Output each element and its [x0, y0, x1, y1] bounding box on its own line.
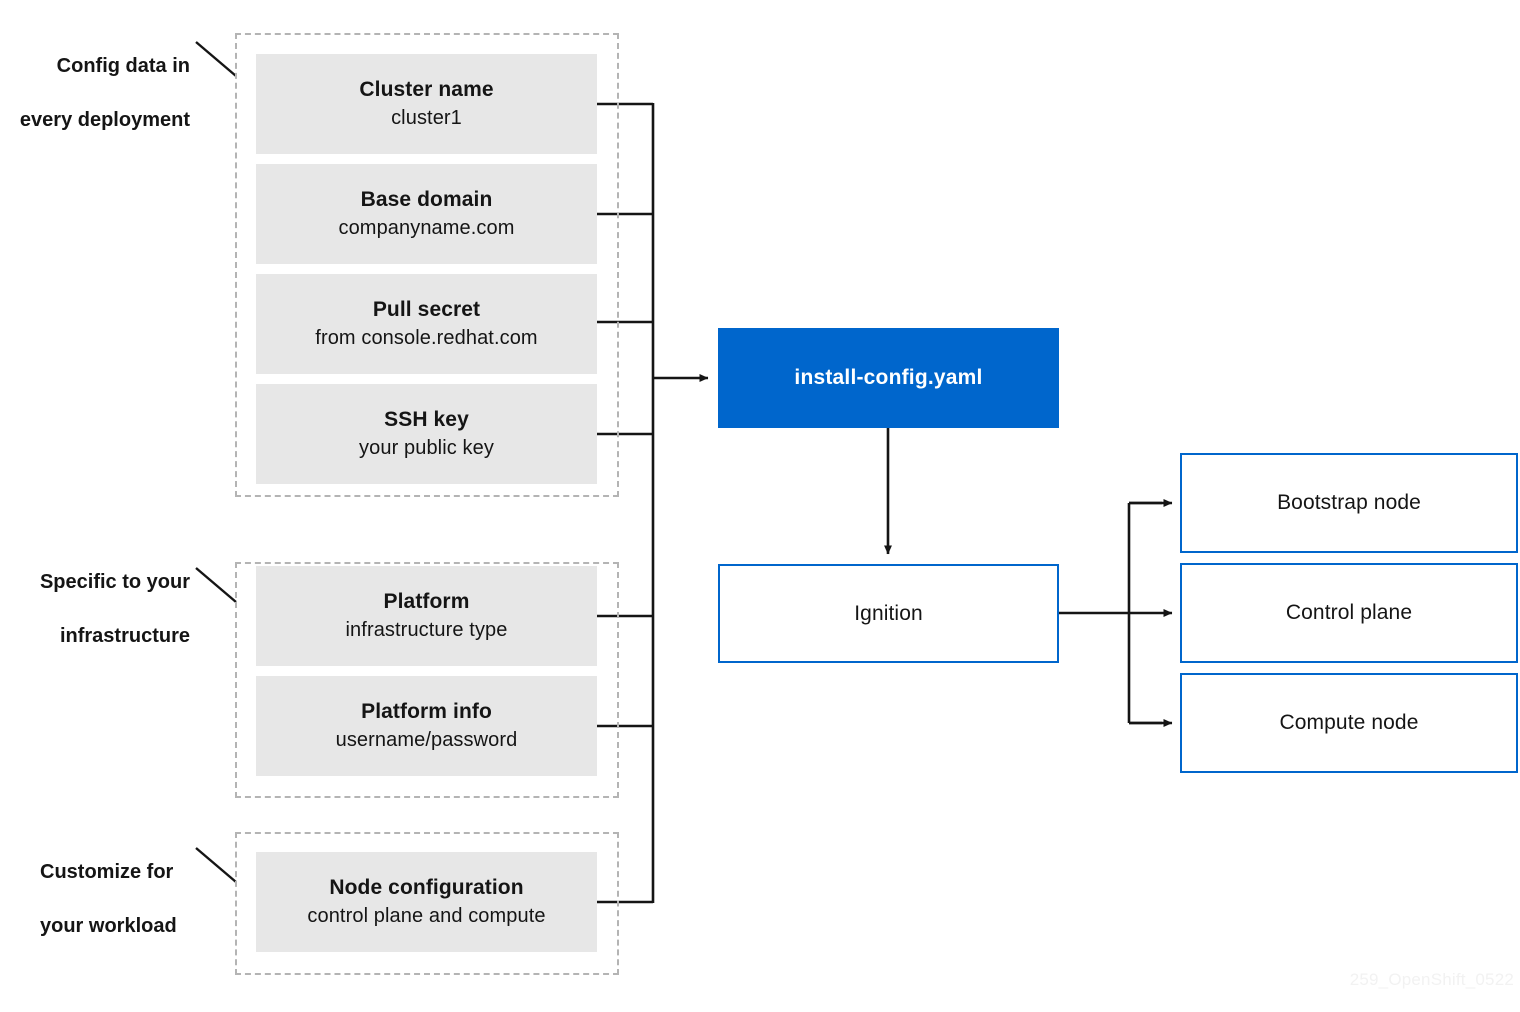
group-infrastructure — [235, 562, 619, 798]
card-title: Platform info — [361, 699, 492, 723]
annotation-workload: Customize for your workload — [40, 832, 200, 967]
card-subtitle: companyname.com — [338, 217, 515, 240]
box-label: Ignition — [854, 601, 923, 625]
box-label: Control plane — [1285, 601, 1413, 624]
group-config-data — [235, 33, 619, 497]
card-subtitle: infrastructure type — [345, 619, 508, 642]
box-install-config[interactable]: install-config.yaml — [718, 328, 1059, 428]
card-title: Pull secret — [372, 297, 481, 321]
group-workload — [235, 832, 619, 975]
annotation-line-2: infrastructure — [59, 625, 190, 647]
box-label: Bootstrap node — [1277, 491, 1421, 514]
annotation-line-1: Specific to your — [39, 571, 190, 593]
annotation-config-data: Config data in every deployment — [0, 26, 190, 161]
card-title: Cluster name — [359, 77, 494, 101]
card-platform-info[interactable]: Platform info username/password — [256, 676, 597, 776]
card-pull-secret[interactable]: Pull secret from console.redhat.com — [256, 274, 597, 374]
annotation-line-2: every deployment — [19, 109, 190, 131]
box-compute-node[interactable]: Compute node — [1180, 673, 1518, 773]
card-title: Node configuration — [329, 875, 524, 899]
annotation-infrastructure: Specific to your infrastructure — [0, 542, 190, 677]
card-title: SSH key — [384, 407, 469, 431]
card-subtitle: from console.redhat.com — [315, 327, 538, 350]
box-bootstrap-node[interactable]: Bootstrap node — [1180, 453, 1518, 553]
box-label: Compute node — [1279, 711, 1419, 734]
box-ignition[interactable]: Ignition — [718, 564, 1059, 663]
card-subtitle: control plane and compute — [307, 905, 546, 928]
card-node-configuration[interactable]: Node configuration control plane and com… — [256, 852, 597, 952]
watermark-label: 259_OpenShift_0522 — [1349, 970, 1514, 989]
card-platform[interactable]: Platform infrastructure type — [256, 566, 597, 666]
annotation-line-1: Customize for — [40, 861, 174, 883]
card-subtitle: cluster1 — [391, 107, 462, 130]
box-label: install-config.yaml — [794, 366, 983, 389]
card-cluster-name[interactable]: Cluster name cluster1 — [256, 54, 597, 154]
annotation-line-2: your workload — [40, 915, 177, 937]
card-title: Base domain — [360, 187, 493, 211]
node-bus — [1058, 501, 1162, 725]
card-subtitle: your public key — [359, 437, 494, 460]
box-control-plane[interactable]: Control plane — [1180, 563, 1518, 663]
card-title: Platform — [383, 589, 470, 613]
card-base-domain[interactable]: Base domain companyname.com — [256, 164, 597, 264]
leader-lines — [195, 41, 237, 883]
annotation-line-1: Config data in — [56, 55, 190, 77]
card-ssh-key[interactable]: SSH key your public key — [256, 384, 597, 484]
card-subtitle: username/password — [335, 729, 518, 752]
